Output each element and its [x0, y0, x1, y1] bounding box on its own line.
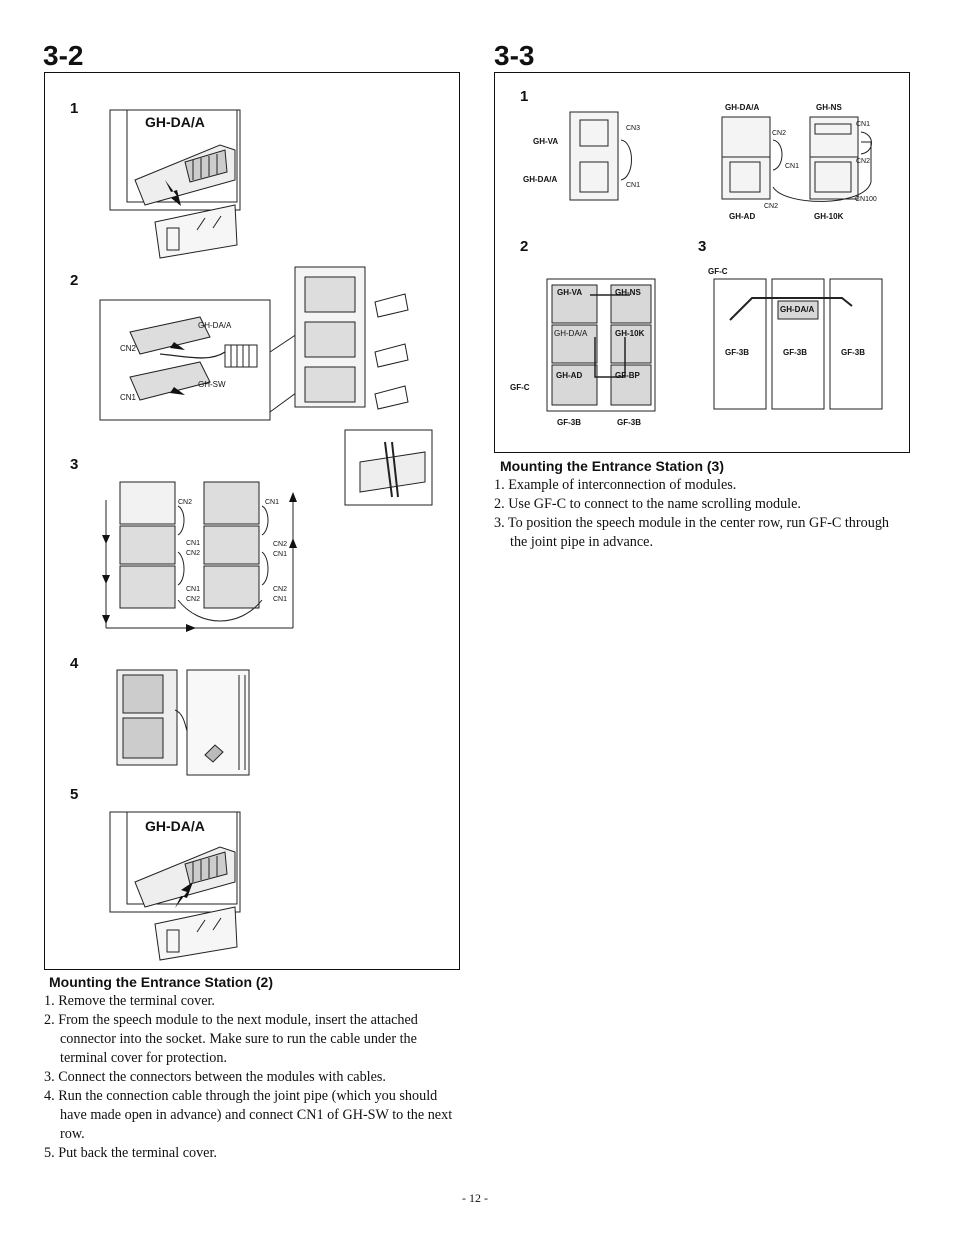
label-gh-10k-2: GH-10K [615, 329, 645, 338]
label-gh-ns: GH-NS [816, 103, 842, 112]
label-gh-ns-2: GH-NS [615, 288, 641, 297]
instructions-list-3: 1. Example of interconnection of modules… [494, 476, 909, 552]
label-cn1: CN1 [120, 393, 137, 402]
label-gh-sw: GH-SW [198, 380, 226, 389]
instruction-item: 1. Example of interconnection of modules… [494, 477, 737, 493]
label-gh-da-a: GH-DA/A [523, 175, 558, 184]
instructions-heading-3: Mounting the Entrance Station (3) [500, 458, 724, 474]
label-gf-3b-3b: GF-3B [783, 348, 807, 357]
r-step3-frame-diagram [713, 278, 883, 410]
r-step-number-3: 3 [698, 238, 707, 255]
label-r-cn1a: CN1 [273, 551, 288, 558]
label-cn2-b: CN2 [764, 203, 779, 210]
figure-frame-3-3 [494, 72, 910, 453]
label-cn1-c: CN1 [856, 121, 871, 128]
step-number-3: 3 [70, 456, 79, 473]
r-step-number-1: 1 [520, 88, 529, 105]
label-gh-da-a-2: GH-DA/A [554, 329, 588, 338]
label-gh-va: GH-VA [533, 137, 559, 146]
step3-wiring-diagram [102, 481, 297, 632]
label-cn1: CN1 [626, 182, 641, 189]
step-number-1: 1 [70, 100, 79, 117]
instruction-item: 2. Use GF-C to connect to the name scrol… [494, 496, 801, 512]
step-number-4: 4 [70, 655, 79, 672]
label-gh-da-a-top: GH-DA/A [725, 103, 760, 112]
label-gh-da-a: GH-DA/A [198, 321, 232, 330]
r-step2-frame-diagram [546, 278, 656, 412]
label-l-cn1a: CN1 [186, 540, 201, 547]
instruction-item: 5. Put back the terminal cover. [44, 1145, 217, 1161]
label-gh-10k: GH-10K [814, 212, 844, 221]
label-cn1-b: CN1 [785, 163, 800, 170]
label-gf-c: GF-C [510, 383, 530, 392]
label-l-cn2: CN2 [178, 499, 193, 506]
label-gf-3b-2: GF-3B [617, 418, 641, 427]
model-label-gh-da-a-2: GH-DA/A [145, 818, 205, 834]
section-title-3-3: 3-3 [494, 40, 535, 71]
step-number-2: 2 [70, 272, 79, 289]
instruction-item: 4. Run the connection cable through the … [44, 1088, 453, 1142]
r-step1-interconnection-diagram [569, 111, 872, 202]
instruction-item: 2. From the speech module to the next mo… [44, 1012, 418, 1066]
step1-terminal-cover-illustration [109, 109, 241, 259]
label-gh-ad-2: GH-AD [556, 371, 583, 380]
label-cn2-c: CN2 [856, 158, 871, 165]
label-l-cn2a: CN2 [186, 550, 201, 557]
figure-frame-3-2 [44, 72, 460, 970]
label-gh-va-2: GH-VA [557, 288, 583, 297]
instructions-heading-2: Mounting the Entrance Station (2) [49, 974, 273, 990]
step2-connector-illustration [99, 266, 433, 506]
instruction-item: 3. To position the speech module in the … [494, 515, 890, 550]
label-gf-3b-3a: GF-3B [725, 348, 749, 357]
instruction-item: 1. Remove the terminal cover. [44, 993, 215, 1009]
label-gf-c-3: GF-C [708, 267, 728, 276]
step5-terminal-cover-illustration [109, 811, 241, 961]
label-cn2: CN2 [120, 344, 137, 353]
label-cn3: CN3 [626, 125, 641, 132]
label-gh-ad: GH-AD [729, 212, 756, 221]
label-r-cn1b: CN1 [273, 596, 288, 603]
instructions-list-2: 1. Remove the terminal cover. 2. From th… [44, 992, 458, 1163]
label-cn100: CN100 [855, 196, 877, 203]
label-gf-3b-1: GF-3B [557, 418, 581, 427]
label-l-cn2b: CN2 [186, 596, 201, 603]
label-gf-3b-3c: GF-3B [841, 348, 865, 357]
label-r-cn2a: CN2 [273, 541, 288, 548]
r-step-number-2: 2 [520, 238, 529, 255]
step-number-5: 5 [70, 786, 79, 803]
model-label-gh-da-a: GH-DA/A [145, 114, 205, 130]
label-gf-bp: GF-BP [615, 371, 640, 380]
label-cn2-a: CN2 [772, 130, 787, 137]
label-r-cn2b: CN2 [273, 586, 288, 593]
instruction-item: 3. Connect the connectors between the mo… [44, 1069, 386, 1085]
step4-joint-pipe-illustration [116, 669, 250, 776]
label-r-cn1: CN1 [265, 499, 280, 506]
page-number: - 12 - [462, 1191, 488, 1205]
label-gh-da-a-3: GH-DA/A [780, 305, 815, 314]
label-l-cn1b: CN1 [186, 586, 201, 593]
section-title-3-2: 3-2 [43, 40, 84, 71]
